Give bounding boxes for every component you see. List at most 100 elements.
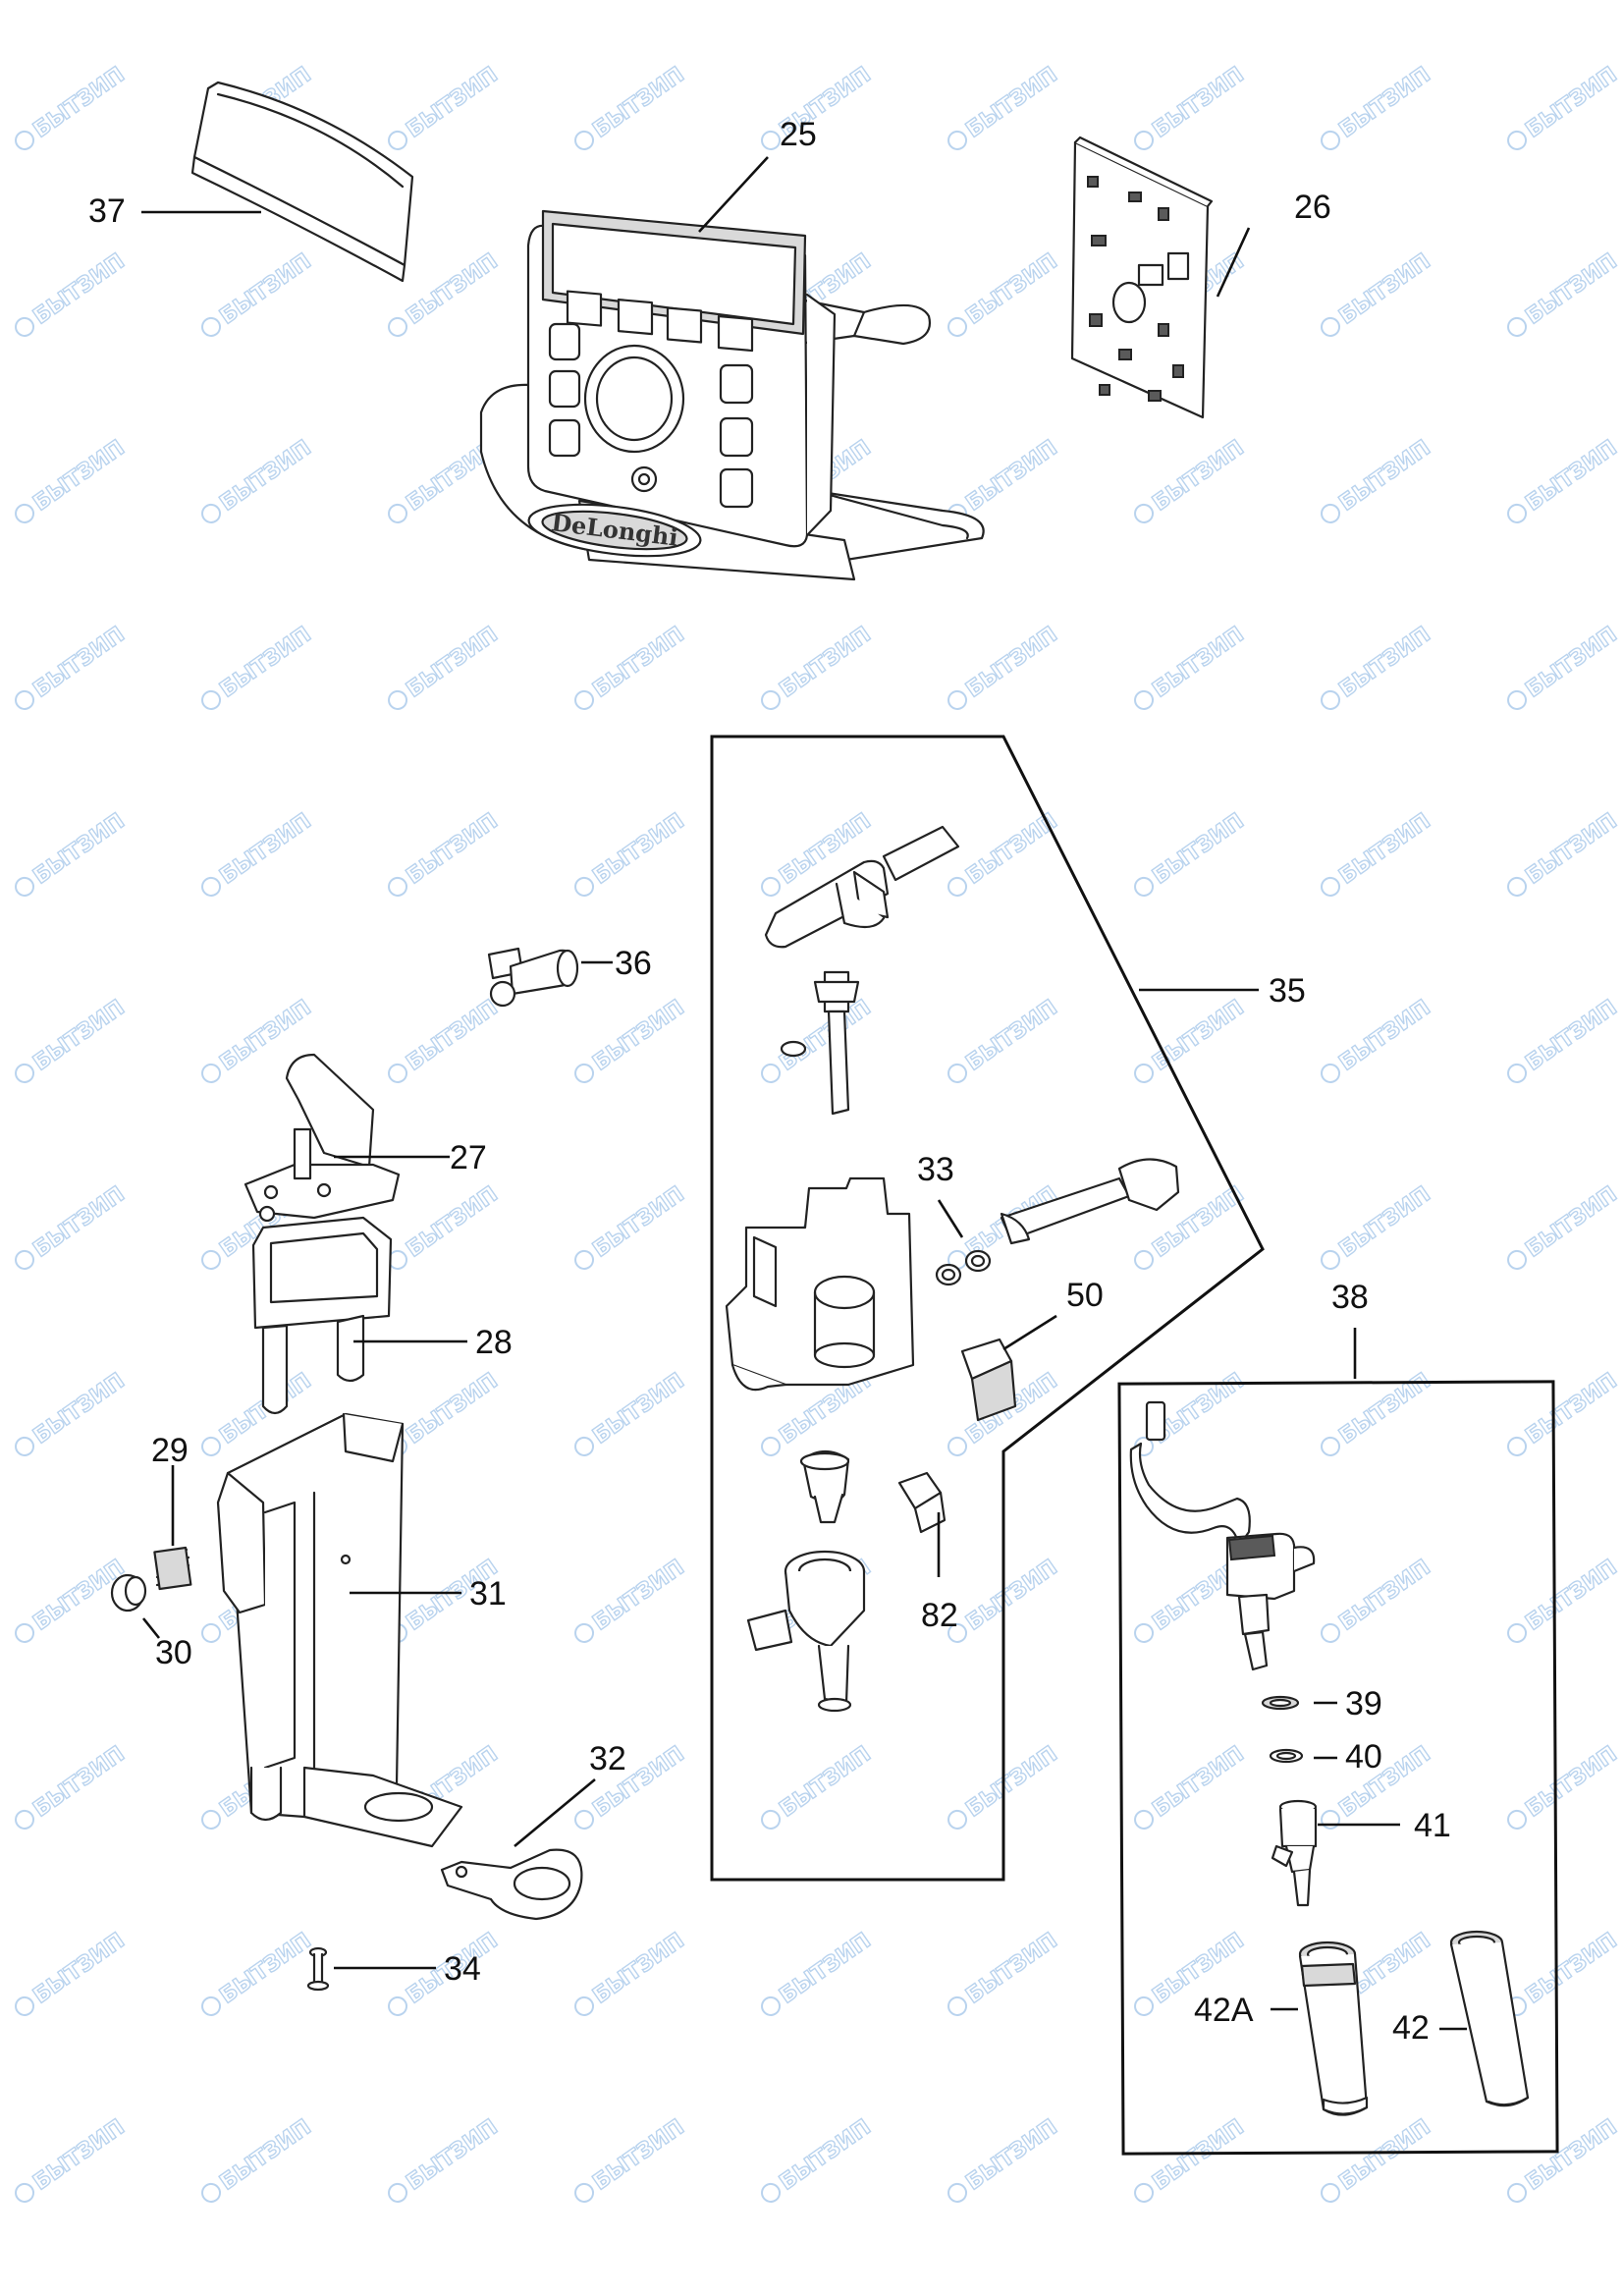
watermark-stamp: БЫТЗИП bbox=[15, 1928, 130, 2016]
watermark-text: БЫТЗИП bbox=[403, 249, 503, 330]
watermark-stamp: БЫТЗИП bbox=[201, 1928, 316, 2016]
watermark-text: БЫТЗИП bbox=[589, 1182, 689, 1263]
callout-40: 40 bbox=[1345, 1738, 1382, 1776]
watermark-stamp: БЫТЗИП bbox=[1134, 1741, 1249, 1830]
watermark-stamp: БЫТЗИП bbox=[201, 435, 316, 523]
watermark-text: БЫТЗИП bbox=[589, 996, 689, 1076]
callout-27: 27 bbox=[450, 1139, 487, 1176]
part-37-cover-strip bbox=[190, 81, 414, 283]
watermark-stamp: БЫТЗИП bbox=[1321, 995, 1435, 1083]
watermark-text: БЫТЗИП bbox=[776, 1929, 876, 2009]
watermark-text: БЫТЗИП bbox=[216, 2115, 316, 2196]
watermark-text: БЫТЗИП bbox=[29, 1742, 130, 1823]
watermark-text: БЫТЗИП bbox=[1335, 1182, 1435, 1263]
watermark-stamp: БЫТЗИП bbox=[574, 808, 689, 897]
watermark-text: БЫТЗИП bbox=[776, 1742, 876, 1823]
watermark-stamp: БЫТЗИП bbox=[388, 995, 503, 1083]
watermark-stamp: БЫТЗИП bbox=[1134, 435, 1249, 523]
watermark-stamp: БЫТЗИП bbox=[1134, 62, 1249, 150]
watermark-text: БЫТЗИП bbox=[1335, 1369, 1435, 1449]
watermark-text: БЫТЗИП bbox=[1522, 436, 1622, 517]
watermark-text: БЫТЗИП bbox=[29, 809, 130, 890]
watermark-text: БЫТЗИП bbox=[962, 2115, 1062, 2196]
group-38-parts bbox=[1129, 1400, 1530, 2116]
watermark-stamp: БЫТЗИП bbox=[15, 1555, 130, 1643]
part-28-container-top bbox=[251, 1216, 393, 1415]
part-25-control-panel: DeLonghi bbox=[479, 209, 985, 581]
watermark-stamp: БЫТЗИП bbox=[1507, 1555, 1622, 1643]
watermark-stamp: БЫТЗИП bbox=[1321, 2114, 1435, 2203]
callout-36: 36 bbox=[615, 945, 652, 982]
watermark-stamp: БЫТЗИП bbox=[201, 808, 316, 897]
part-34-pin bbox=[306, 1946, 330, 1992]
watermark-text: БЫТЗИП bbox=[589, 63, 689, 143]
watermark-text: БЫТЗИП bbox=[962, 249, 1062, 330]
watermark-text: БЫТЗИП bbox=[589, 2115, 689, 2196]
part-30-cap bbox=[110, 1573, 147, 1613]
watermark-text: БЫТЗИП bbox=[1335, 63, 1435, 143]
watermark-text: БЫТЗИП bbox=[403, 63, 503, 143]
watermark-text: БЫТЗИП bbox=[403, 2115, 503, 2196]
watermark-stamp: БЫТЗИП bbox=[1507, 435, 1622, 523]
callout-50: 50 bbox=[1066, 1277, 1104, 1314]
watermark-stamp: БЫТЗИП bbox=[1507, 62, 1622, 150]
callout-31: 31 bbox=[469, 1575, 507, 1613]
watermark-stamp: БЫТЗИП bbox=[1134, 995, 1249, 1083]
watermark-stamp: БЫТЗИП bbox=[947, 995, 1062, 1083]
watermark-stamp: БЫТЗИП bbox=[761, 1741, 876, 1830]
watermark-stamp: БЫТЗИП bbox=[388, 2114, 503, 2203]
watermark-stamp: БЫТЗИП bbox=[761, 1928, 876, 2016]
part-36-valve-knob bbox=[487, 947, 579, 1008]
watermark-text: БЫТЗИП bbox=[1149, 809, 1249, 890]
watermark-text: БЫТЗИП bbox=[29, 1369, 130, 1449]
watermark-text: БЫТЗИП bbox=[29, 249, 130, 330]
watermark-text: БЫТЗИП bbox=[1335, 996, 1435, 1076]
watermark-text: БЫТЗИП bbox=[403, 1369, 503, 1449]
watermark-stamp: БЫТЗИП bbox=[947, 622, 1062, 710]
watermark-stamp: БЫТЗИП bbox=[1321, 1181, 1435, 1270]
watermark-text: БЫТЗИП bbox=[1149, 436, 1249, 517]
part-27-bracket bbox=[243, 1053, 401, 1223]
callout-28: 28 bbox=[475, 1324, 513, 1361]
watermark-stamp: БЫТЗИП bbox=[1321, 1555, 1435, 1643]
watermark-stamp: БЫТЗИП bbox=[388, 62, 503, 150]
callout-30: 30 bbox=[155, 1634, 192, 1671]
watermark-text: БЫТЗИП bbox=[216, 436, 316, 517]
callout-82: 82 bbox=[921, 1597, 958, 1634]
callout-39: 39 bbox=[1345, 1685, 1382, 1722]
watermark-stamp: БЫТЗИП bbox=[201, 2114, 316, 2203]
watermark-stamp: БЫТЗИП bbox=[15, 2114, 130, 2203]
watermark-stamp: БЫТЗИП bbox=[15, 248, 130, 337]
watermark-text: БЫТЗИП bbox=[1335, 2115, 1435, 2196]
watermark-stamp: БЫТЗИП bbox=[1134, 808, 1249, 897]
watermark-text: БЫТЗИП bbox=[589, 623, 689, 703]
watermark-text: БЫТЗИП bbox=[776, 2115, 876, 2196]
watermark-stamp: БЫТЗИП bbox=[1134, 622, 1249, 710]
watermark-text: БЫТЗИП bbox=[216, 1929, 316, 2009]
watermark-text: БЫТЗИП bbox=[776, 623, 876, 703]
watermark-stamp: БЫТЗИП bbox=[1134, 2114, 1249, 2203]
watermark-stamp: БЫТЗИП bbox=[201, 622, 316, 710]
watermark-stamp: БЫТЗИП bbox=[15, 1181, 130, 1270]
watermark-text: БЫТЗИП bbox=[1522, 1556, 1622, 1636]
watermark-text: БЫТЗИП bbox=[962, 1556, 1062, 1636]
callout-35: 35 bbox=[1269, 972, 1306, 1010]
watermark-stamp: БЫТЗИП bbox=[574, 1181, 689, 1270]
watermark-stamp: БЫТЗИП bbox=[574, 1555, 689, 1643]
watermark-text: БЫТЗИП bbox=[403, 996, 503, 1076]
watermark-text: БЫТЗИП bbox=[1522, 2115, 1622, 2196]
watermark-text: БЫТЗИП bbox=[1335, 809, 1435, 890]
watermark-stamp: БЫТЗИП bbox=[1507, 1181, 1622, 1270]
watermark-text: БЫТЗИП bbox=[1522, 623, 1622, 703]
group-35-outline bbox=[710, 735, 1265, 1882]
watermark-stamp: БЫТЗИП bbox=[1507, 1928, 1622, 2016]
watermark-stamp: БЫТЗИП bbox=[1321, 622, 1435, 710]
callout-37: 37 bbox=[88, 192, 126, 230]
callout-33: 33 bbox=[917, 1151, 954, 1188]
group-35-parts bbox=[725, 825, 1180, 1713]
watermark-text: БЫТЗИП bbox=[29, 436, 130, 517]
watermark-text: БЫТЗИП bbox=[29, 1182, 130, 1263]
watermark-stamp: БЫТЗИП bbox=[15, 1368, 130, 1456]
callout-29: 29 bbox=[151, 1432, 189, 1469]
